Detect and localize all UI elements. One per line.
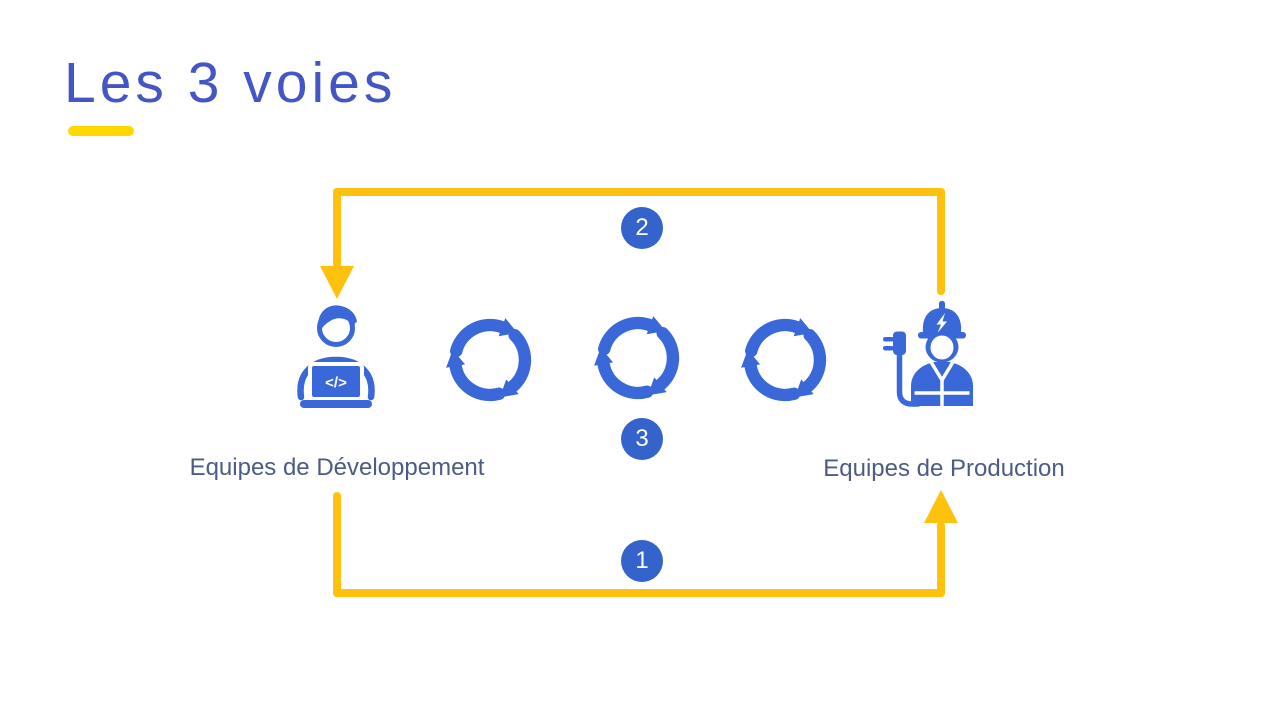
title-underline [68, 126, 134, 136]
developer-at-laptop-icon [289, 301, 384, 419]
cycle-arrows-icon [739, 314, 831, 406]
development-team-label: Equipes de Développement [189, 454, 485, 481]
flow-bottom-line-left-vertical [333, 492, 341, 597]
badge-2: 2 [621, 207, 663, 249]
flow-top-line-horizontal [333, 188, 945, 196]
electrician-worker-icon [883, 300, 977, 412]
flow-bottom-line-right-vertical [937, 522, 945, 597]
flow-top-line-right-vertical [937, 188, 945, 295]
page-title: Les 3 voies [64, 51, 397, 115]
badge-1: 1 [621, 540, 663, 582]
cycle-arrows-icon [444, 314, 536, 406]
flow-bottom-line-horizontal [333, 589, 945, 597]
cycle-arrows-icon [592, 312, 684, 404]
production-team-label: Equipes de Production [823, 455, 1065, 482]
flow-top-arrowhead-down-icon [320, 266, 354, 299]
flow-bottom-arrowhead-up-icon [924, 490, 958, 523]
badge-3: 3 [621, 418, 663, 460]
flow-top-line-left-vertical [333, 188, 341, 268]
